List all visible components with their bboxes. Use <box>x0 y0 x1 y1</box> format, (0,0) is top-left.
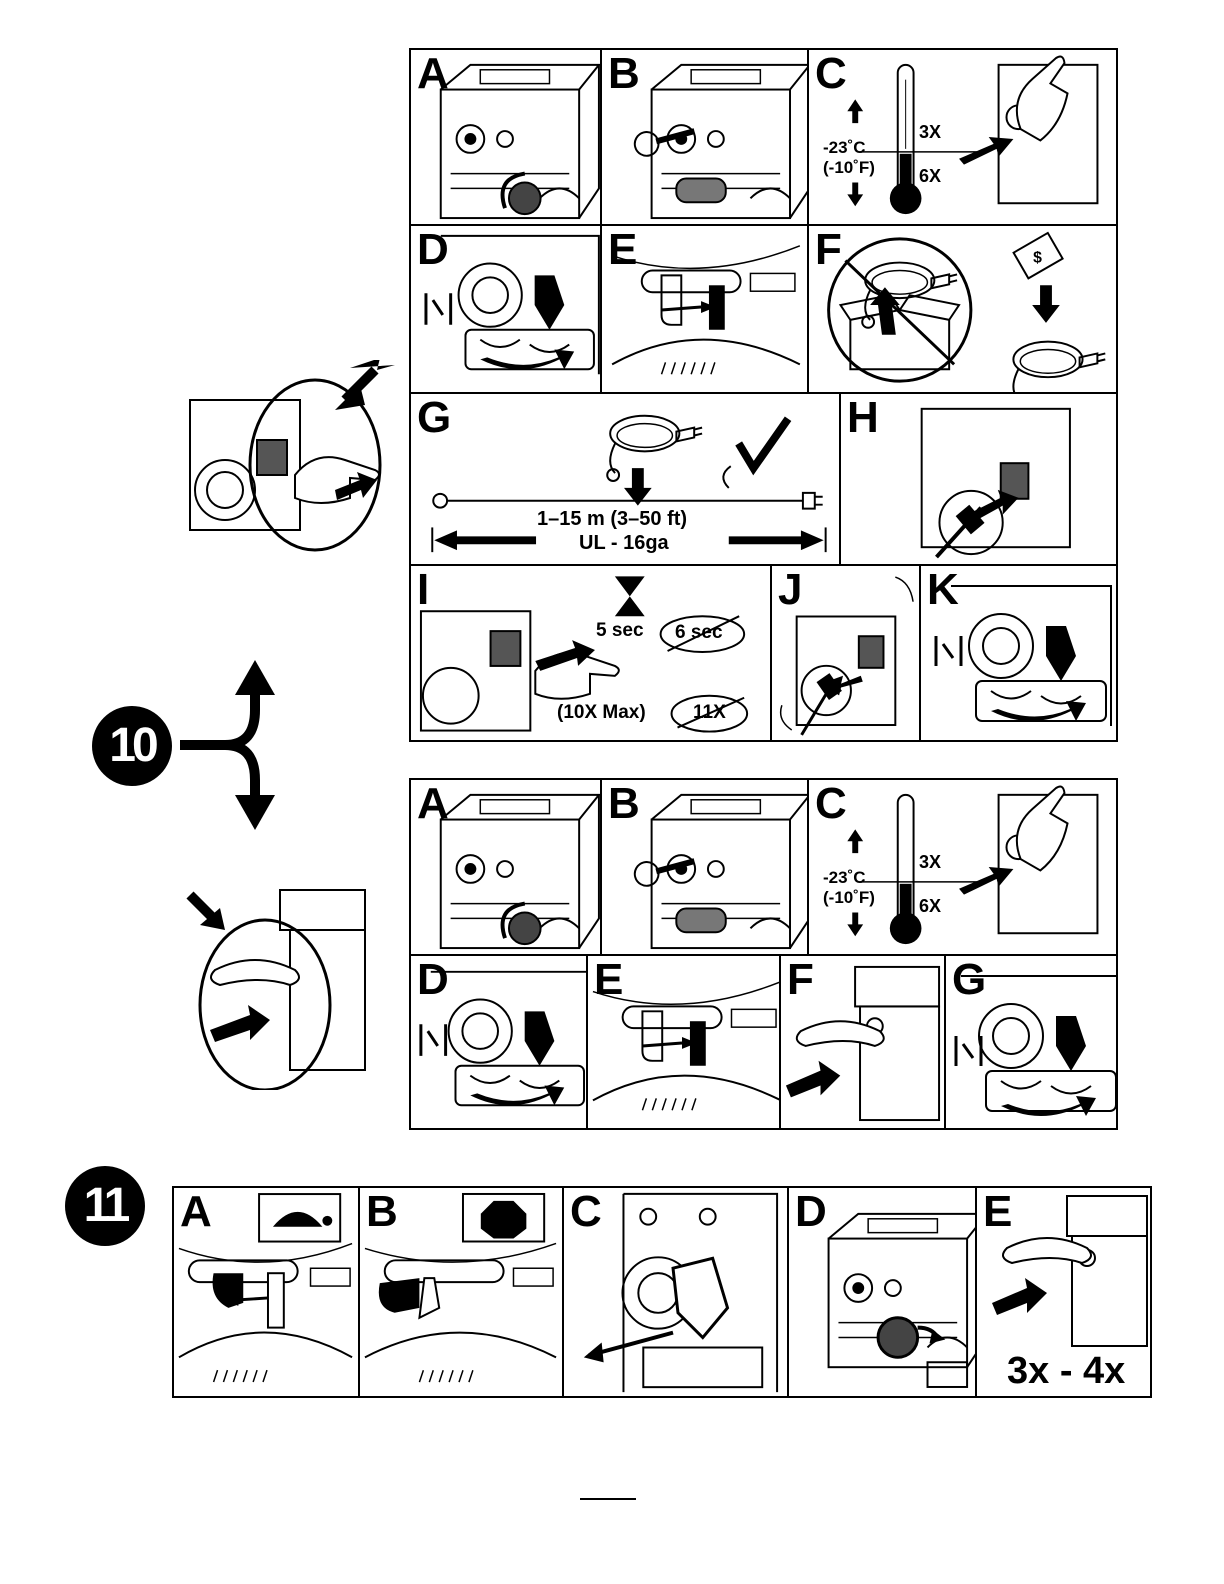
panel-10-upper-H: H <box>841 394 1116 566</box>
panel-10-upper-C: C -23˚C (-10˚F) 3X 6X <box>809 50 1116 226</box>
choke-close-icon <box>946 956 1116 1128</box>
unplug-cord-icon <box>772 566 919 740</box>
buy-extension-cord-icon: $ <box>809 226 1116 392</box>
engine-key-turn-icon <box>411 50 600 224</box>
fuel-shutoff-icon <box>789 1188 975 1396</box>
engine-key-turn-icon <box>411 780 600 954</box>
recoil-start-zoom-illustration <box>170 880 370 1090</box>
thermometer-icon <box>809 50 1116 224</box>
panel-11-D: D <box>789 1188 977 1396</box>
panel-10-upper-F: F $ <box>809 226 1116 394</box>
electric-start-grid: A B C -23˚C (-10˚F) <box>409 48 1118 742</box>
electric-start-zoom-illustration <box>185 360 395 560</box>
page-footer-rule <box>580 1498 636 1500</box>
choke-open-icon <box>411 226 600 392</box>
panel-11-E: E 3x - 4x <box>977 1188 1150 1396</box>
panel-10-upper-D: D <box>411 226 602 394</box>
throttle-lever-icon <box>602 226 807 392</box>
panel-11-B: B <box>360 1188 564 1396</box>
panel-11-A: A <box>174 1188 360 1396</box>
turtle-icon <box>273 1212 322 1227</box>
panel-10-lower-A: A <box>411 780 602 956</box>
panel-10-lower-B: B <box>602 780 809 956</box>
recoil-start-grid: A B C -23˚C (-10˚F) 3X <box>409 778 1118 1130</box>
panel-10-upper-J: J <box>772 566 921 740</box>
panel-11-C: C <box>564 1188 789 1396</box>
insert-key-icon <box>602 50 807 224</box>
hourglass-icon <box>615 576 645 616</box>
panel-10-upper-B: B <box>602 50 809 226</box>
panel-10-lower-F: F <box>781 956 946 1128</box>
throttle-lever-icon <box>588 956 779 1128</box>
panel-10-lower-G: G <box>946 956 1116 1128</box>
money-icon: $ <box>1033 250 1042 267</box>
step-11-badge: 11 <box>65 1166 145 1246</box>
thermometer-icon <box>809 780 1116 954</box>
panel-10-upper-I: I 5 sec 6 sec (10X Max) 11X <box>411 566 772 740</box>
plug-cord-into-engine-icon <box>841 394 1116 564</box>
panel-10-upper-G: G 1–15 m (3–50 ft) UL - 16ga <box>411 394 841 566</box>
throttle-stop-icon <box>360 1188 562 1396</box>
panel-10-upper-E: E <box>602 226 809 394</box>
remove-key-icon <box>564 1188 787 1396</box>
panel-10-lower-C: C -23˚C (-10˚F) 3X 6X <box>809 780 1116 956</box>
panel-10-upper-K: K <box>921 566 1116 740</box>
stopping-grid: A B C <box>172 1186 1152 1398</box>
choke-open-icon <box>411 956 586 1128</box>
pull-recoil-handle-icon <box>781 956 944 1128</box>
throttle-slow-icon <box>174 1188 358 1396</box>
step-10-badge: 10 <box>92 706 172 786</box>
panel-10-upper-A: A <box>411 50 602 226</box>
choke-close-icon <box>921 566 1116 740</box>
stop-sign-icon <box>481 1201 527 1239</box>
panel-10-lower-D: D <box>411 956 588 1128</box>
panel-10-lower-E: E <box>588 956 781 1128</box>
insert-key-icon <box>602 780 807 954</box>
branch-arrows-icon <box>170 650 300 840</box>
